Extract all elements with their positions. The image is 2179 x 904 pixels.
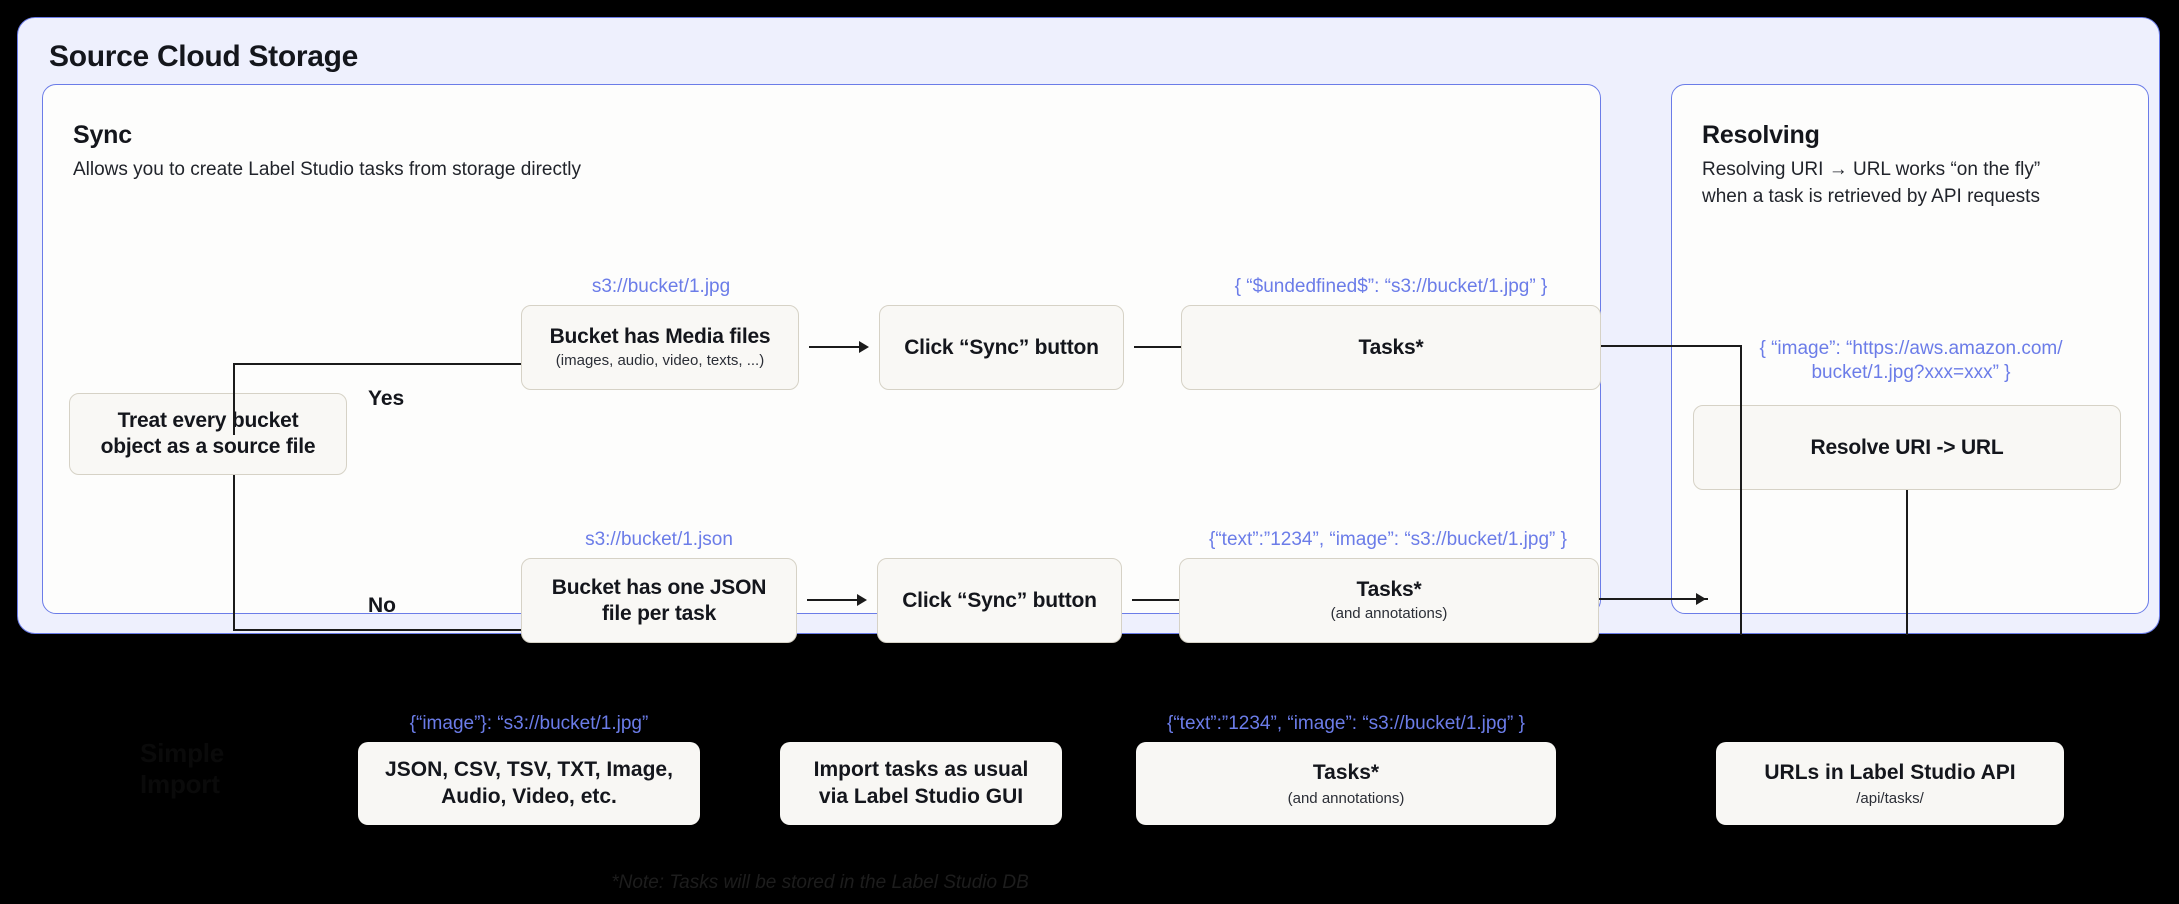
node-bucket-has-media-files-subtitle: (images, audio, video, texts, ...) (555, 352, 765, 370)
connector-json-to-sync (807, 599, 859, 601)
sync-card-subtitle: Allows you to create Label Studio tasks … (73, 159, 581, 180)
connector-tasks-no-to-resolve (1599, 598, 1708, 600)
bottom-tasks-code: {“text”:”1234”, “image”: “s3://bucket/1.… (1167, 713, 1525, 734)
footnote-tasks-storage: *Note: Tasks will be stored in the Label… (611, 872, 1029, 893)
resolving-card-subtitle: Resolving URI → URL works “on the fly” w… (1702, 159, 2041, 207)
yes-path-result-code: { “$undedfined$”: “s3://bucket/1.jpg” } (1234, 276, 1548, 297)
decision-node-label: Treat every bucket object as a source fi… (100, 409, 316, 458)
node-tasks-yes: Tasks* (1181, 305, 1601, 390)
node-tasks-no: Tasks* (and annotations) (1179, 558, 1599, 643)
connector-media-to-sync-arrowhead (859, 341, 869, 353)
node-click-sync-button-yes: Click “Sync” button (879, 305, 1124, 390)
connector-tasks-yes-out (1601, 345, 1742, 347)
node-bucket-has-one-json: Bucket has one JSON file per task (521, 558, 797, 643)
node-click-sync-button-no-label: Click “Sync” button (902, 588, 1097, 612)
node-tasks-yes-label: Tasks* (1358, 335, 1424, 359)
sync-card-title: Sync (73, 121, 132, 149)
branch-label-no: No (368, 594, 396, 617)
node-supported-formats-label: JSON, CSV, TSV, TXT, Image, Audio, Video… (385, 758, 673, 808)
node-bottom-tasks: Tasks* (and annotations) (1136, 742, 1556, 825)
sync-card: Sync Allows you to create Label Studio t… (42, 84, 1601, 643)
node-urls-in-api-sublabel: /api/tasks/ (1856, 789, 1924, 807)
node-resolve-uri-to-url-label: Resolve URI -> URL (1810, 435, 2004, 459)
node-tasks-no-sublabel: (and annotations) (1330, 605, 1448, 623)
connector-media-to-sync (809, 346, 861, 348)
node-click-sync-button-no: Click “Sync” button (877, 558, 1122, 643)
node-urls-in-api: URLs in Label Studio API /api/tasks/ (1716, 742, 2064, 825)
node-urls-in-api-label: URLs in Label Studio API (1764, 761, 2016, 785)
resolved-url-code: { “image”: “https://aws.amazon.com/ buck… (1759, 338, 2063, 383)
connector-yes-horizontal (233, 363, 529, 365)
yes-path-uri-label: s3://bucket/1.jpg (591, 276, 731, 297)
connector-no-horizontal (233, 629, 527, 631)
node-resolve-uri-to-url: Resolve URI -> URL (1693, 405, 2121, 490)
node-import-tasks-gui: Import tasks as usual via Label Studio G… (780, 742, 1062, 825)
node-click-sync-button-yes-label: Click “Sync” button (904, 335, 1099, 359)
node-bottom-tasks-label: Tasks* (1312, 761, 1380, 785)
connector-yes-vertical (233, 363, 235, 435)
connector-no-vertical (233, 475, 235, 631)
connector-json-to-sync-arrowhead (857, 594, 867, 606)
branch-label-yes: Yes (368, 387, 405, 410)
connector-sync-to-tasks-no (1132, 599, 1184, 601)
node-supported-formats: JSON, CSV, TSV, TXT, Image, Audio, Video… (358, 742, 700, 825)
resolving-card: Resolving Resolving URI → URL works “on … (1671, 84, 2149, 614)
bottom-formats-code: {“image”}: “s3://bucket/1.jpg” (409, 713, 649, 734)
connector-tasks-no-to-resolve-arrowhead (1696, 593, 1706, 605)
connector-resolve-down (1906, 490, 1908, 635)
node-bottom-tasks-sublabel: (and annotations) (1287, 789, 1405, 807)
decision-node-treat-bucket-object: Treat every bucket object as a source fi… (69, 393, 347, 475)
source-cloud-storage-panel: Source Cloud Storage Sync Allows you to … (17, 17, 2160, 643)
page-title: Source Cloud Storage (49, 40, 359, 73)
node-bucket-has-media-files: Bucket has Media files (images, audio, v… (521, 305, 799, 390)
resolving-card-title: Resolving (1702, 121, 1820, 149)
no-path-result-code: {“text”:”1234”, “image”: “s3://bucket/1.… (1209, 529, 1567, 550)
node-tasks-no-label: Tasks* (1356, 577, 1422, 601)
watermark-simple-import: Simple Import (140, 738, 225, 800)
connector-sync-to-tasks-yes (1134, 346, 1186, 348)
node-bucket-has-one-json-label: Bucket has one JSON file per task (551, 575, 767, 625)
connector-tasks-yes-down (1740, 345, 1742, 635)
node-import-tasks-gui-label: Import tasks as usual via Label Studio G… (813, 758, 1029, 808)
node-bucket-has-media-files-title: Bucket has Media files (549, 324, 771, 348)
no-path-uri-label: s3://bucket/1.json (585, 529, 733, 550)
